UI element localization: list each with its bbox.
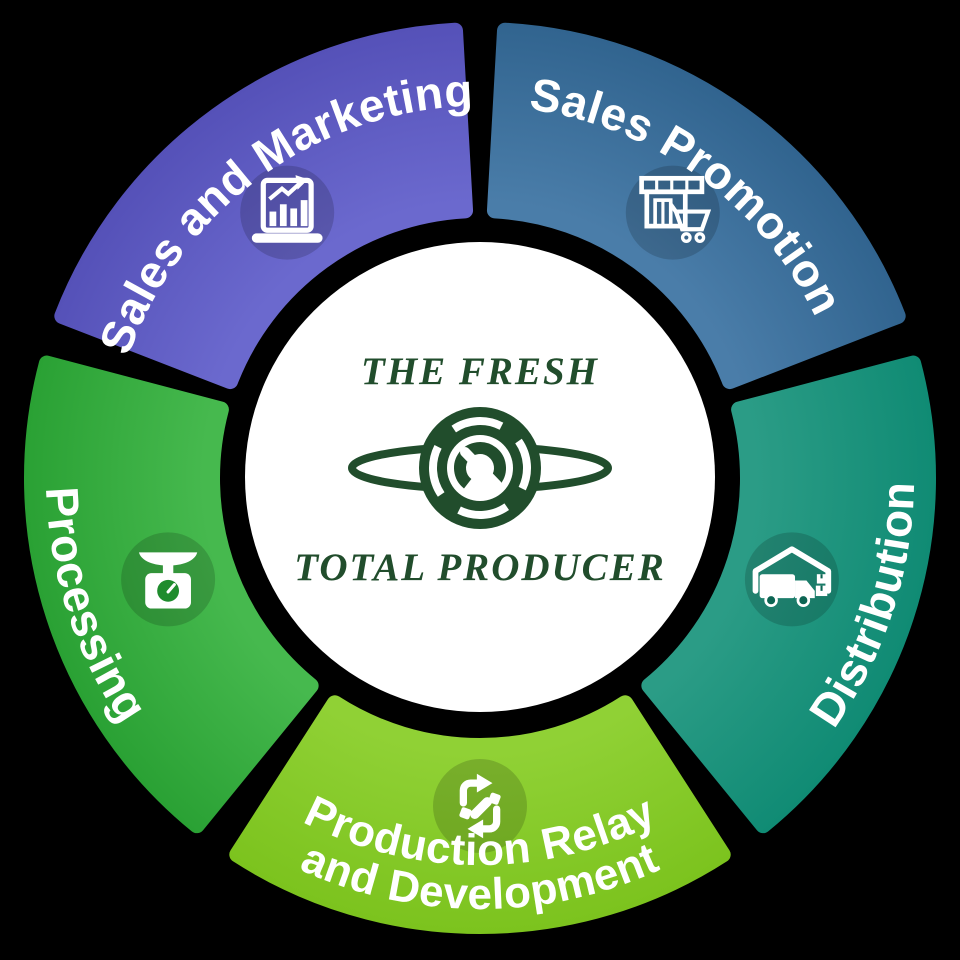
brand-bottom-text: TOTAL PRODUCER bbox=[294, 546, 665, 589]
center-hub: THE FRESH TOTAL PRODUCER bbox=[245, 242, 715, 712]
brand-top-text: THE FRESH bbox=[361, 350, 599, 393]
kitchen-scale-icon bbox=[137, 550, 199, 611]
segment-shape bbox=[486, 22, 906, 390]
planet-orbit-logo-icon bbox=[348, 407, 612, 529]
